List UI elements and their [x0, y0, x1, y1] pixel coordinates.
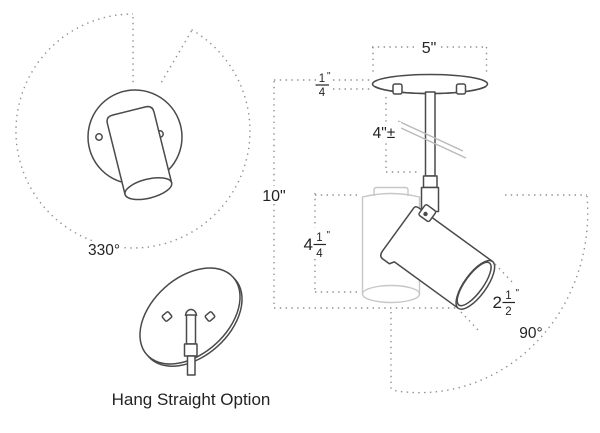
fraction-numerator: 1 — [319, 73, 325, 85]
hang-stem-upper — [185, 314, 197, 345]
dim-width-label: 5" — [422, 40, 437, 57]
dim-diameter-line-upper — [494, 263, 515, 285]
hang-straight-caption: Hang Straight Option — [112, 390, 271, 409]
spot-head-body — [106, 105, 173, 195]
hang-canopy-screw-left — [161, 311, 173, 322]
stem-break-line-2 — [400, 127, 467, 159]
fraction-denominator: 4 — [316, 248, 323, 260]
dim-thickness-label: 1 " 4 — [315, 71, 331, 99]
inch-mark: " — [327, 71, 331, 82]
fraction-denominator: 2 — [505, 306, 511, 318]
knuckle-pivot-bolt — [423, 211, 428, 217]
hang-stem-joint — [183, 343, 198, 357]
canopy-screw-b — [455, 83, 467, 95]
tilt-angle-label: 90° — [519, 325, 542, 342]
whole-number: 4 — [304, 235, 313, 254]
fraction-denominator: 4 — [319, 87, 326, 99]
fraction-numerator: 1 — [316, 232, 322, 244]
stem-break-line-1 — [397, 120, 464, 152]
rotation-angle-label: 330° — [88, 242, 120, 259]
tilt-arc — [390, 195, 589, 394]
main-view: 5" 4"± — [259, 40, 589, 394]
fraction-numerator: 1 — [505, 290, 511, 302]
canopy-screw-left — [95, 133, 103, 141]
dim-diameter-label: 2 1 " 2 — [493, 288, 520, 318]
spot-head-side — [380, 205, 496, 310]
stem-coupler — [422, 175, 438, 189]
dim-diameter-line-lower — [460, 311, 481, 333]
rotation-view: 330° — [15, 13, 251, 259]
hang-straight-view: Hang Straight Option — [112, 267, 271, 409]
ghost-head-top — [362, 192, 420, 198]
label-mask — [259, 187, 290, 204]
whole-number: 2 — [493, 293, 502, 312]
spot-head-side-face-inner — [456, 261, 492, 307]
dim-stem-label: 4"± — [373, 125, 396, 142]
label-mask — [368, 122, 401, 141]
spot-head-top — [106, 105, 173, 201]
ghost-head-lip — [373, 186, 409, 196]
dim-head-length-label: 4 1 " 4 — [304, 230, 331, 260]
dim-height-label: 10" — [262, 188, 285, 205]
rotation-gap-line-right — [160, 30, 193, 84]
label-mask — [85, 241, 123, 258]
inch-mark: " — [327, 230, 331, 241]
spot-head-face — [124, 176, 173, 201]
hang-stem-lower — [186, 355, 196, 376]
inch-mark: " — [516, 288, 520, 299]
hang-canopy-screw-right — [204, 311, 216, 322]
canopy-screw-a — [392, 83, 403, 95]
ghost-head-bottom — [361, 284, 421, 304]
